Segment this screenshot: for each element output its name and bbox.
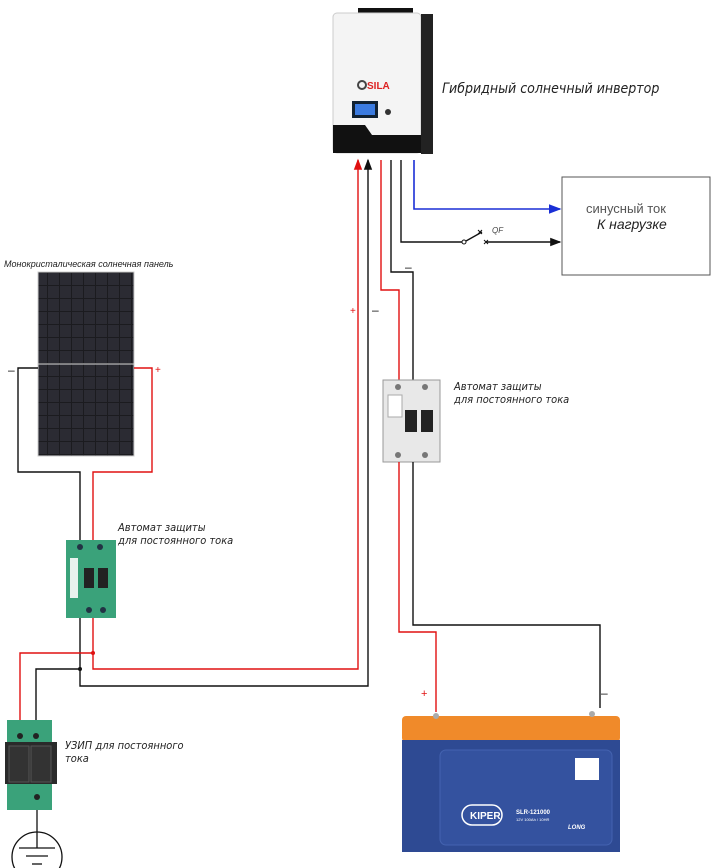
inverter-label: Гибридный солнечный инвертор <box>442 81 659 97</box>
battery-breaker-label-1: Автомат защиты <box>453 380 542 393</box>
panel-minus-label: – <box>8 363 15 377</box>
panel-breaker-label-1: Автомат защиты <box>117 521 206 534</box>
minus-label: – <box>405 260 412 274</box>
spd-label-2: тока <box>65 752 89 765</box>
inverter-plus-label: + <box>350 306 356 317</box>
battery-negative-wire-top <box>390 160 414 382</box>
qf-label: QF <box>492 226 504 235</box>
load-line1: синусный ток <box>586 201 666 216</box>
battery-breaker-label-2: для постоянного тока <box>453 393 569 406</box>
battery-breaker <box>382 379 441 463</box>
ac-wire-neutral <box>400 160 462 243</box>
panel-plus-label: + <box>155 365 161 376</box>
battery-brand: KIPER <box>470 811 501 822</box>
surge-protector <box>5 720 57 810</box>
panel-negative-wire <box>17 367 81 540</box>
qf-switch-icon <box>461 229 489 245</box>
battery-spec: 12V 100Ah / 10HR <box>516 817 549 822</box>
sila-logo-icon <box>357 80 367 90</box>
inverter-minus-label: – <box>372 303 379 317</box>
ground-icon <box>11 810 63 868</box>
panel-breaker-label-2: для постоянного тока <box>117 534 233 547</box>
pv-positive-wire <box>92 158 363 670</box>
panel-positive-wire <box>92 367 153 540</box>
spd-label-1: УЗИП для постоянного <box>65 739 184 752</box>
battery-negative-wire <box>412 462 601 708</box>
load-line2: К нагрузке <box>597 216 667 232</box>
battery-minus-label: – <box>601 686 608 700</box>
panel-breaker <box>66 540 116 618</box>
battery-positive-wire-top <box>380 160 400 382</box>
pv-negative-wire <box>79 158 373 687</box>
battery-model: SLR-121000 <box>516 810 551 816</box>
battery-positive-wire <box>398 462 437 712</box>
battery-plus-label: + <box>421 688 427 700</box>
ac-wire-phase <box>413 160 562 214</box>
load-box <box>561 176 711 276</box>
hybrid-inverter: SILA <box>332 8 433 154</box>
battery-maker: LONG <box>568 825 586 831</box>
inverter-brand: SILA <box>367 81 390 92</box>
battery: KIPER SLR-121000 12V 100Ah / 10HR LONG <box>402 711 620 852</box>
solar-panel-label: Монокристалическая солнечная панель <box>4 259 174 269</box>
